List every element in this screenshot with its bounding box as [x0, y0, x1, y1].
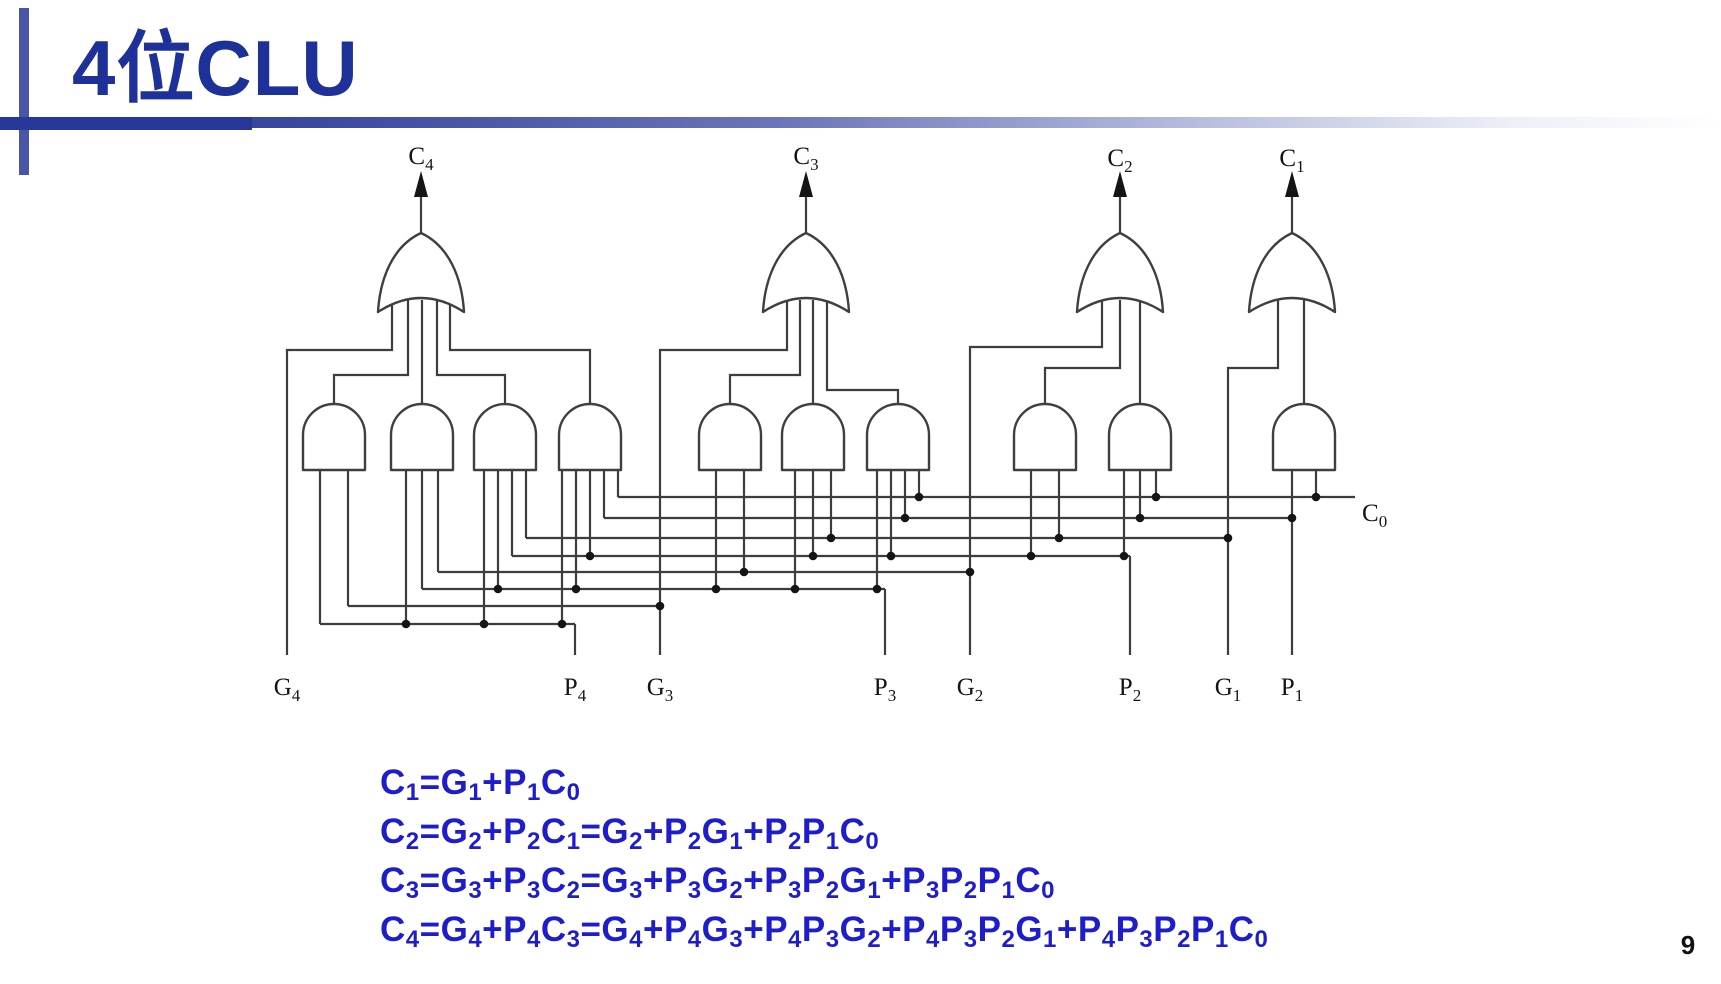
label-p3: P3: [874, 674, 896, 705]
label-p2: P2: [1119, 674, 1141, 705]
junction-dot: [401, 619, 411, 629]
equation-line-c3: C3=G3+P3C2=G3+P3G2+P3P2G1+P3P2P1C0: [380, 861, 1055, 904]
junction-dot: [557, 619, 567, 629]
and-gate: [557, 402, 623, 472]
wire: [448, 300, 592, 440]
equation-line-c1: C1=G1+P1C0: [380, 763, 581, 806]
arrowhead-icon: [799, 171, 813, 197]
junction-dot: [1151, 492, 1161, 502]
title-accent-bar: [19, 8, 29, 175]
arrowhead-icon: [1113, 171, 1127, 197]
equation-line-c2: C2=G2+P2C1=G2+P2G1+P2P1C0: [380, 812, 880, 855]
label-c2-subscript: 2: [1124, 157, 1133, 176]
and-gate: [1012, 402, 1078, 472]
label-c3: C3: [793, 143, 818, 174]
label-g3-subscript: 3: [665, 686, 674, 705]
junction-dot: [1311, 492, 1321, 502]
junction-dot: [585, 551, 595, 561]
label-p4-subscript: 4: [578, 686, 587, 705]
or-gate: [376, 231, 466, 314]
junction-dot: [571, 584, 581, 594]
label-g2-subscript: 2: [975, 686, 984, 705]
label-c0: C0: [1362, 500, 1387, 531]
junction-dot: [739, 567, 749, 577]
or-gate: [1247, 231, 1337, 314]
junction-dot: [1054, 533, 1064, 543]
junction-dot: [711, 584, 721, 594]
equation-line-c4: C4=G4+P4C3=G4+P4G3+P4P3G2+P4P3P2G1+P4P3P…: [380, 910, 1269, 953]
junction-dot: [914, 492, 924, 502]
label-c4-subscript: 4: [425, 155, 434, 174]
and-gate: [865, 402, 931, 472]
label-g4: G4: [274, 674, 301, 705]
junction-dot: [655, 601, 665, 611]
or-gate: [1075, 231, 1165, 314]
and-gate: [780, 402, 846, 472]
page-title: 4位CLU: [72, 24, 359, 112]
junction-dot: [826, 533, 836, 543]
label-g3: G3: [647, 674, 674, 705]
junction-dot: [1223, 533, 1233, 543]
junction-dot: [479, 619, 489, 629]
label-g4-subscript: 4: [292, 686, 301, 705]
junction-dot: [1119, 551, 1129, 561]
wire: [285, 300, 394, 655]
wire: [1226, 300, 1280, 655]
or-gate: [761, 231, 851, 314]
label-p2-subscript: 2: [1133, 686, 1142, 705]
and-gate: [1107, 402, 1173, 472]
junction-dot: [886, 551, 896, 561]
junction-dot: [1287, 513, 1297, 523]
label-g1-subscript: 1: [1233, 686, 1242, 705]
and-gate: [697, 402, 763, 472]
title-rule-left-segment: [0, 117, 252, 130]
and-gate: [1271, 402, 1337, 472]
arrowhead-icon: [414, 171, 428, 197]
title-rule: [0, 117, 1721, 128]
junction-dot: [900, 513, 910, 523]
wire: [658, 300, 789, 655]
and-gate: [472, 402, 538, 472]
and-gate: [389, 402, 455, 472]
junction-dot: [790, 584, 800, 594]
junction-dot: [872, 584, 882, 594]
label-p1-subscript: 1: [1295, 686, 1304, 705]
carry-equations: C1=G1+P1C0 C2=G2+P2C1=G2+P2G1+P2P1C0 C3=…: [380, 760, 1268, 956]
junction-dot: [808, 551, 818, 561]
label-p1: P1: [1281, 674, 1303, 705]
label-p3-subscript: 3: [888, 686, 897, 705]
junction-dot: [1026, 551, 1036, 561]
junction-dot: [493, 584, 503, 594]
label-c2: C2: [1107, 145, 1132, 176]
wire: [968, 300, 1104, 655]
label-c1-subscript: 1: [1296, 157, 1305, 176]
label-g2: G2: [957, 674, 984, 705]
junction-dot: [965, 567, 975, 577]
label-c3-subscript: 3: [810, 155, 819, 174]
label-c0-subscript: 0: [1379, 512, 1388, 531]
label-c4: C4: [408, 143, 434, 174]
and-gate: [301, 402, 367, 472]
arrowhead-icon: [1285, 171, 1299, 197]
label-g1: G1: [1215, 674, 1242, 705]
label-c1: C1: [1279, 145, 1304, 176]
label-p4: P4: [564, 674, 587, 705]
page-number: 9: [1680, 930, 1696, 960]
junction-dot: [1135, 513, 1145, 523]
